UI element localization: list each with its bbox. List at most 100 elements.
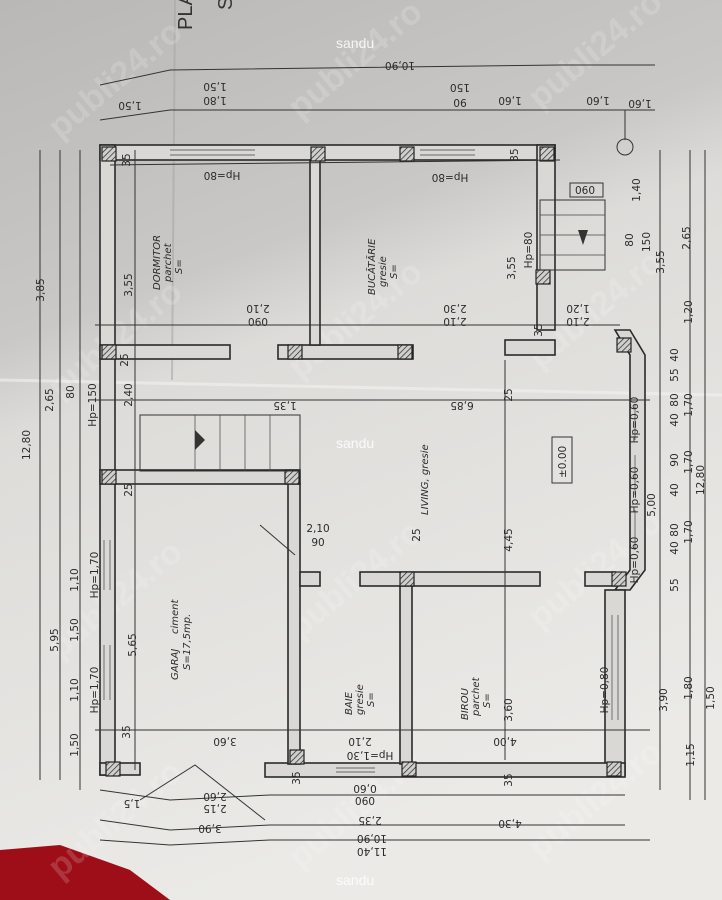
box-mark-frame (569, 182, 604, 198)
dimension-label: Hp=150 (87, 383, 99, 426)
dimension-label: 1,50 (69, 733, 81, 756)
dimension-label: 10,90 (385, 59, 415, 71)
room-name: BIROU (460, 687, 471, 720)
paper-crease (171, 0, 176, 381)
room-floor: parchet (163, 242, 174, 283)
dimension-label: 1,40 (631, 178, 643, 201)
dimension-label: 3,55 (506, 256, 518, 279)
dimension-label: 2,35 (358, 814, 381, 826)
dimension-label: 40 (669, 483, 681, 496)
dimension-label: Hp=1,70 (89, 667, 101, 714)
dimension-label: 1,60 (498, 94, 521, 106)
dimension-label: 1,35 (273, 399, 296, 411)
dimension-label: 12,80 (21, 430, 33, 460)
dimension-label: 25 (503, 388, 515, 401)
room-area: S= (389, 264, 400, 279)
dimension-label: 40 (669, 348, 681, 361)
dimension-label: 6,85 (450, 399, 473, 411)
staircase (139, 199, 606, 472)
room-dormitor: DORMITOR parchet S= (152, 235, 185, 290)
dimension-label: 80 (669, 523, 681, 536)
dimension-label: 35 (503, 773, 515, 786)
dimension-label: 25 (411, 528, 423, 541)
sheet-title: PLA (175, 0, 197, 30)
dimension-label: 1,5 (124, 797, 141, 809)
room-name: DORMITOR (152, 235, 163, 290)
room-birou: BIROU parchet S= (460, 676, 493, 720)
dimension-label: 1,50 (705, 686, 717, 709)
dimension-label: 1,15 (685, 743, 697, 766)
dimension-label: 2,10 (443, 315, 466, 327)
dimension-label: 35 (291, 771, 303, 784)
dimension-label: 1,70 (683, 393, 695, 416)
dimension-label: 2,30 (443, 302, 466, 314)
dimension-label: Hp=80 (523, 232, 535, 269)
dimension-label: 90 (311, 537, 324, 549)
dimension-label: 1,10 (69, 568, 81, 591)
dimension-label: 150 (450, 81, 470, 93)
dimension-label: 80 (669, 393, 681, 406)
dimension-label: 4,30 (498, 817, 521, 829)
dimension-label: 55 (669, 578, 681, 591)
dimension-label: 1,80 (683, 676, 695, 699)
room-name: BAIE (344, 691, 355, 715)
room-area: S= (482, 693, 493, 708)
level-mark-box (551, 436, 573, 484)
dimension-label: 35 (121, 153, 133, 166)
dimension-label: 0,60 (353, 782, 376, 794)
dimension-label: 35 (533, 323, 545, 336)
room-baie: BAIE gresie S= (344, 684, 377, 715)
dimension-label: Hp=0,60 (629, 467, 641, 514)
dimension-label: 35 (509, 148, 521, 161)
dimension-label: 150 (641, 232, 653, 252)
dimension-label: Hp=80 (204, 169, 241, 181)
room-name: BUCĂTĂRIE (365, 238, 378, 295)
dimension-label: 40 (669, 413, 681, 426)
dimension-label: 1,50 (69, 618, 81, 641)
dimension-label: 4,00 (493, 735, 516, 747)
dimension-label: 5,00 (646, 493, 658, 516)
dimension-label: 3,55 (655, 250, 667, 273)
red-table-surface (0, 845, 170, 900)
dimension-label: 12,80 (695, 465, 707, 495)
dimension-label: 090 (355, 794, 375, 806)
dimension-label: 3,60 (213, 735, 236, 747)
dimension-label: 2,15 (203, 802, 226, 814)
dimension-label: 1,20 (683, 300, 695, 323)
dimension-label: 3,55 (123, 273, 135, 296)
dimension-label: 4,45 (503, 528, 515, 551)
room-name: GARAJ (170, 649, 181, 680)
dimension-label: Hp=1,30 (347, 749, 394, 761)
dimension-label: 2,10 (566, 315, 589, 327)
room-floor: gresie (355, 684, 366, 715)
dimension-label: 1,60 (586, 94, 609, 106)
box-mark: 060 (575, 185, 595, 197)
dimension-label: 1,60 (628, 97, 651, 109)
dimension-label: 1,70 (683, 450, 695, 473)
dimension-label: 3,90 (658, 688, 670, 711)
dimension-label: Hp=0,60 (629, 537, 641, 584)
room-labels: DORMITOR parchet S= BUCĂTĂRIE gresie S= … (152, 182, 604, 720)
dimension-label: 2,40 (123, 383, 135, 406)
watermark-user: sandu (336, 872, 374, 888)
dimension-label: 90 (453, 96, 466, 108)
dimension-label: 80 (65, 385, 77, 398)
dimension-label: Hp=0,80 (599, 667, 611, 714)
level-mark: ±0.00 (557, 446, 569, 478)
walls (99, 144, 646, 778)
dimension-label: 1,20 (566, 302, 589, 314)
dimension-label: 5,95 (49, 628, 61, 651)
watermark-user: sandu (336, 435, 374, 451)
room-living: LIVING, gresie (420, 444, 431, 515)
dimension-label: 55 (669, 368, 681, 381)
dimension-label: 1,50 (118, 99, 141, 111)
room-name: LIVING, gresie (420, 444, 431, 515)
dimension-label: 25 (123, 483, 135, 496)
dimension-label: Hp=80 (432, 171, 469, 183)
room-area: S= (174, 259, 185, 274)
dimension-label: 2,65 (44, 388, 56, 411)
room-floor: gresie (378, 256, 389, 287)
dimension-label: 3,90 (198, 822, 221, 834)
dimension-label: 1,50 (203, 80, 226, 92)
dimension-label: 2,10 (246, 302, 269, 314)
